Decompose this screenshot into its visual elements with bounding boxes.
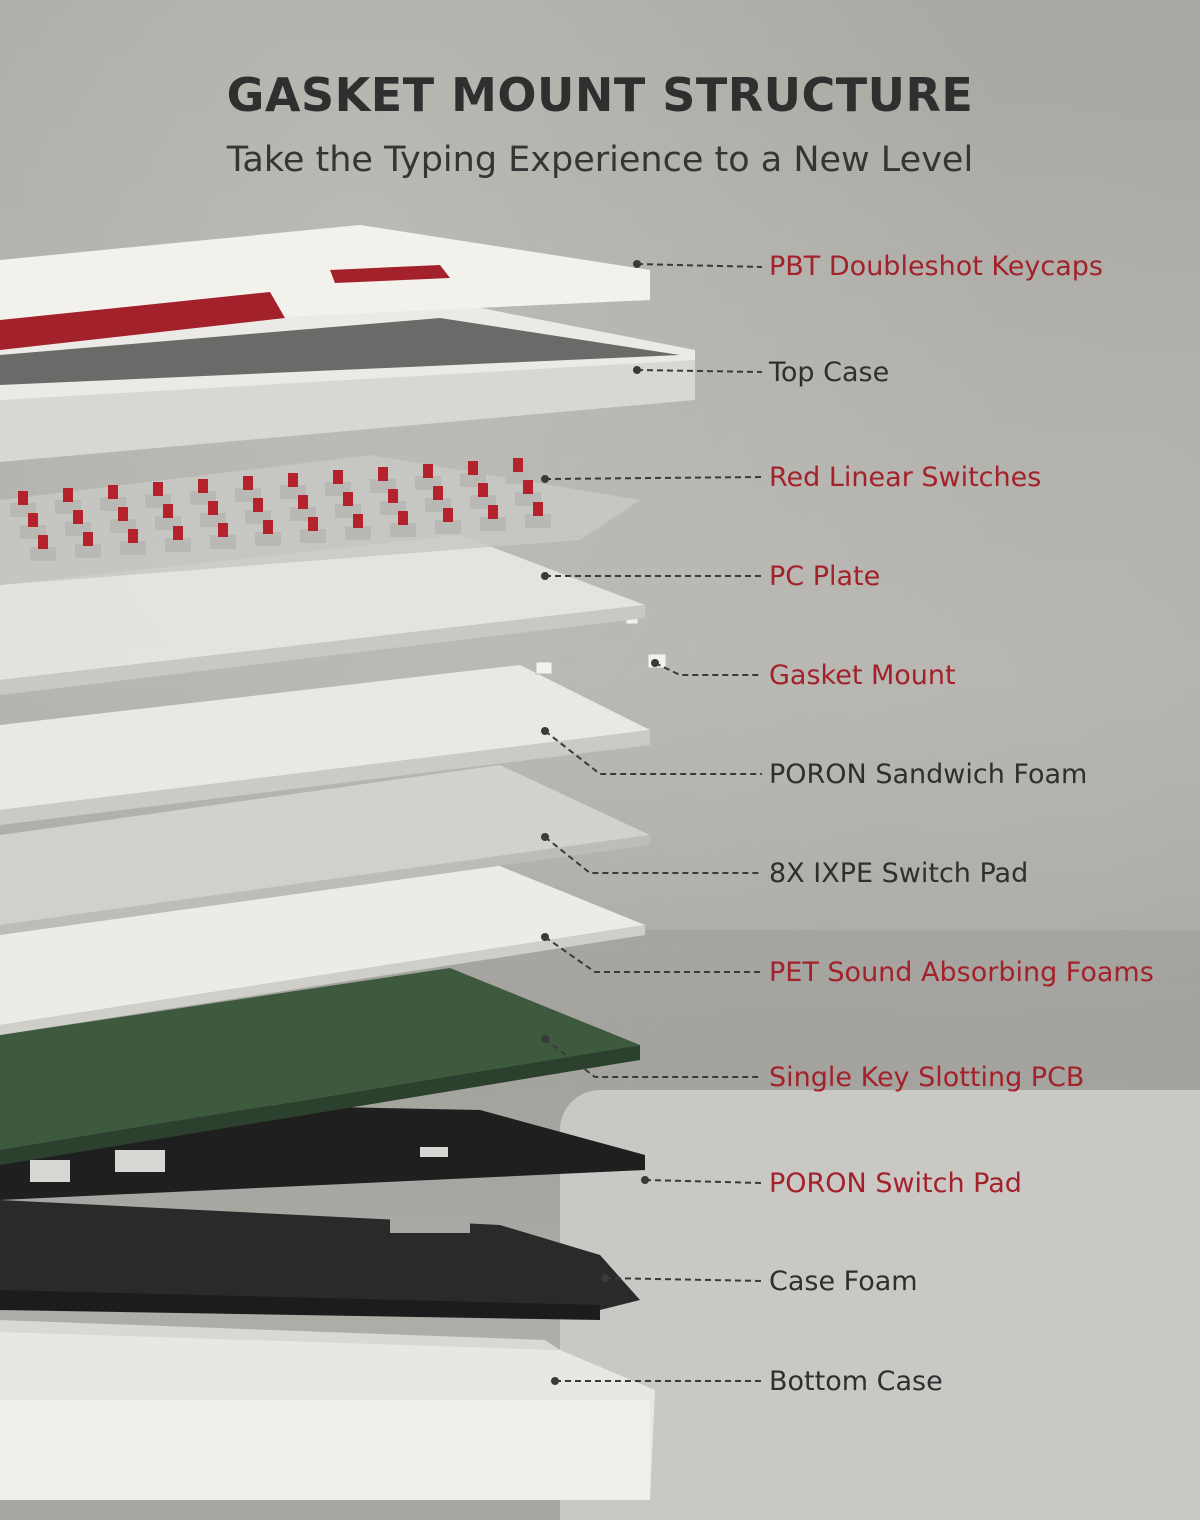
switch-housing xyxy=(210,535,236,549)
switch-stem xyxy=(433,486,443,500)
switch-stem xyxy=(18,491,28,505)
poron-sandwich-foam xyxy=(0,665,650,825)
switch-housing xyxy=(255,532,281,546)
switch-stem xyxy=(153,482,163,496)
switch-stem xyxy=(443,508,453,522)
switch-stem xyxy=(513,458,523,472)
keycaps xyxy=(0,225,650,350)
switch-stem xyxy=(208,501,218,515)
switch-stem xyxy=(398,511,408,525)
switch-stem xyxy=(38,535,48,549)
label-poron-sandwich-foam: PORON Sandwich Foam xyxy=(769,759,1088,790)
label-pc-plate: PC Plate xyxy=(769,561,881,592)
bottom-case xyxy=(0,1320,655,1500)
switch-stem xyxy=(288,473,298,487)
switch-housing xyxy=(345,526,371,540)
label-bottom-case: Bottom Case xyxy=(769,1366,943,1397)
switch-housing xyxy=(165,538,191,552)
switch-stem xyxy=(468,461,478,475)
switch-stem xyxy=(388,489,398,503)
switch-stem xyxy=(488,505,498,519)
label-case-foam: Case Foam xyxy=(769,1266,918,1297)
switch-stem xyxy=(83,532,93,546)
switch-stem xyxy=(353,514,363,528)
switch-stem xyxy=(423,464,433,478)
switch-stem xyxy=(28,513,38,527)
label-poron-switch-pad: PORON Switch Pad xyxy=(769,1168,1022,1199)
desk-mat xyxy=(560,1090,1200,1520)
switch-housing xyxy=(390,523,416,537)
label-ixpe-switch-pad: 8X IXPE Switch Pad xyxy=(769,858,1029,889)
switch-stem xyxy=(478,483,488,497)
switch-housing xyxy=(300,529,326,543)
switch-housing xyxy=(435,520,461,534)
page-title: GASKET MOUNT STRUCTURE xyxy=(226,68,974,122)
leader-lines xyxy=(541,260,763,1385)
switch-stem xyxy=(523,480,533,494)
label-red-linear-switches: Red Linear Switches xyxy=(769,462,1042,493)
label-top-case: Top Case xyxy=(769,357,890,388)
switch-stem xyxy=(253,498,263,512)
switch-stem xyxy=(298,495,308,509)
switch-housing xyxy=(525,514,551,528)
label-pbt-keycaps: PBT Doubleshot Keycaps xyxy=(769,251,1103,282)
pcb-board xyxy=(0,968,640,1165)
switch-stem xyxy=(108,485,118,499)
switch-stem xyxy=(308,517,318,531)
switch-stem xyxy=(533,502,543,516)
top-case xyxy=(0,300,695,462)
switch-stem xyxy=(243,476,253,490)
case-foam xyxy=(0,1200,640,1320)
switch-stem xyxy=(333,470,343,484)
switch-stem xyxy=(128,529,138,543)
switch-housing xyxy=(75,544,101,558)
ixpe-switch-pad xyxy=(0,765,650,935)
switch-stem xyxy=(378,467,388,481)
switch-housing xyxy=(30,547,56,561)
switch-stem xyxy=(343,492,353,506)
switch-stem xyxy=(198,479,208,493)
switch-stem xyxy=(63,488,73,502)
switch-stem xyxy=(263,520,273,534)
switch-housing xyxy=(480,517,506,531)
switch-stem xyxy=(118,507,128,521)
label-single-key-slotting-pcb: Single Key Slotting PCB xyxy=(769,1062,1085,1093)
switch-stem xyxy=(73,510,83,524)
page-subtitle: Take the Typing Experience to a New Leve… xyxy=(226,140,974,180)
pet-foam-layer xyxy=(0,858,645,1035)
switch-stem xyxy=(173,526,183,540)
label-pet-sound-absorbing-foams: PET Sound Absorbing Foams xyxy=(769,957,1154,988)
switch-stem xyxy=(163,504,173,518)
label-gasket-mount: Gasket Mount xyxy=(769,660,956,691)
switch-housing xyxy=(120,541,146,555)
switch-stem xyxy=(218,523,228,537)
